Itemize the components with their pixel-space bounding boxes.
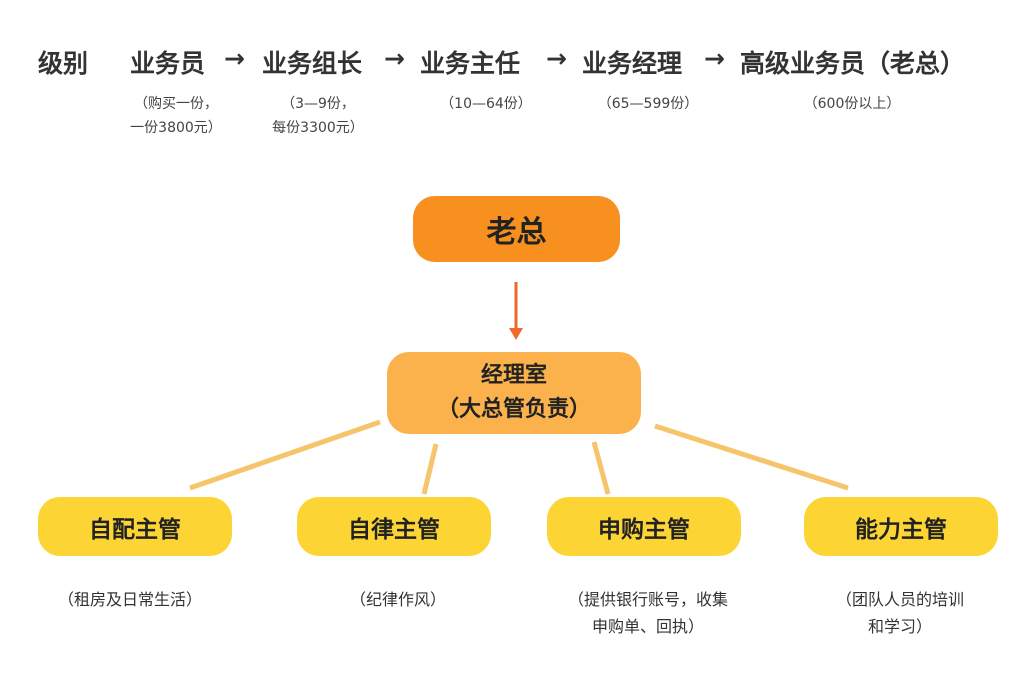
supervisor-desc: （团队人员的培训和学习） [836,586,964,640]
arrow-icon: → [546,44,567,73]
supervisor-label: 自律主管 [348,516,440,543]
desc-line: （租房及日常生活） [57,590,203,609]
supervisor-desc: （提供银行账号，收集申购单、回执） [568,586,728,640]
manager-office-box: 经理室 （大总管负责） [387,352,641,434]
manager-office-subtitle: （大总管负责） [436,397,591,422]
connector-line [654,423,849,491]
arrow-icon: → [704,44,725,73]
note-line: 一份3800元） [130,120,222,136]
level-3: 业务主任 [420,49,521,78]
supervisor-desc: （纪律作风） [350,586,446,613]
arrow-icon: → [224,44,245,73]
supervisor-box: 自律主管 [297,497,491,556]
arrow-icon: → [384,44,405,73]
level-1-note: （购买一份， 一份3800元） [130,92,222,140]
connector-line [421,443,439,495]
supervisor-box: 能力主管 [804,497,998,556]
level-2-note: （3—9份， 每份3300元） [272,92,364,140]
level-1: 业务员 [130,49,206,78]
connector-line [591,441,611,495]
boss-box: 老总 [413,196,620,262]
supervisor-box: 申购主管 [547,497,741,556]
supervisor-label: 能力主管 [855,516,947,543]
manager-office-title: 经理室 [480,363,547,388]
supervisor-label: 申购主管 [598,516,690,543]
level-3-note: （10—64份） [440,96,532,112]
desc-line: （纪律作风） [349,590,447,609]
note-line: （3—9份， [281,96,355,112]
level-5: 高级业务员（老总） [740,49,966,78]
desc-line: 和学习） [867,617,933,636]
note-line: 每份3300元） [272,120,364,136]
supervisor-box: 自配主管 [38,497,232,556]
level-5-note: （600份以上） [803,96,901,112]
note-line: （购买一份， [133,96,218,112]
connector-line [189,419,381,491]
desc-line: （提供银行账号，收集 [567,590,729,609]
supervisor-desc: （租房及日常生活） [58,586,202,613]
desc-line: 申购单、回执） [591,617,705,636]
supervisor-label: 自配主管 [89,516,181,543]
level-4: 业务经理 [582,49,683,78]
level-4-note: （65—599份） [597,96,699,112]
level-2: 业务组长 [262,49,363,78]
level-label: 级别 [38,49,89,78]
desc-line: （团队人员的培训 [835,590,965,609]
arrow-head-icon [509,328,523,340]
boss-label: 老总 [486,215,547,250]
